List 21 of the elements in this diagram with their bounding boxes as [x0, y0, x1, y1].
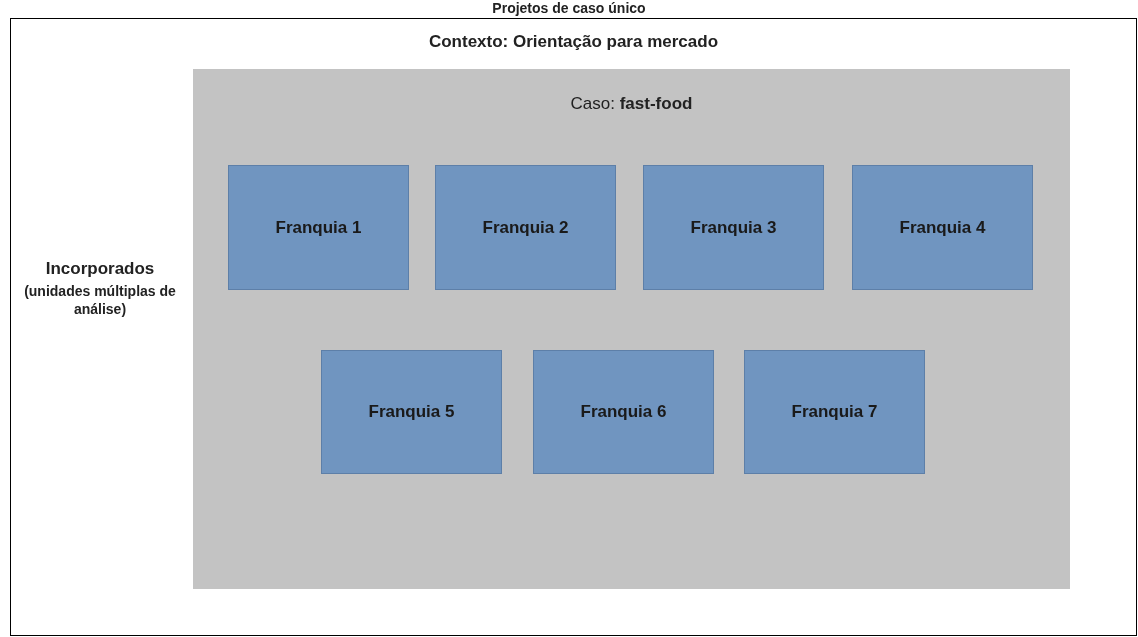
- franchise-box: [435, 165, 616, 290]
- franchise-label: Franquia 7: [791, 401, 878, 424]
- franchise-box: [852, 165, 1033, 290]
- franchise-label: Franquia 4: [899, 216, 986, 239]
- side-heading: Incorporados: [45, 258, 155, 280]
- franchise-label: Franquia 3: [690, 216, 777, 239]
- franchise-box: [744, 350, 925, 474]
- franchise-label: Franquia 5: [368, 401, 455, 424]
- franchise-label: Franquia 2: [482, 216, 569, 239]
- side-note: (unidades múltiplas de análise): [23, 281, 177, 318]
- franchise-box: [533, 350, 714, 474]
- case-panel: [193, 69, 1070, 589]
- context-heading: Contexto: Orientação para mercado: [427, 31, 720, 53]
- franchise-box: [321, 350, 502, 474]
- franchise-box: [643, 165, 824, 290]
- context-frame: [10, 18, 1137, 636]
- franchise-box: [228, 165, 409, 290]
- case-heading: Caso: fast-food: [569, 93, 694, 115]
- franchise-label: Franquia 6: [580, 401, 667, 424]
- diagram-title: Projetos de caso único: [491, 0, 647, 16]
- franchise-label: Franquia 1: [275, 216, 362, 239]
